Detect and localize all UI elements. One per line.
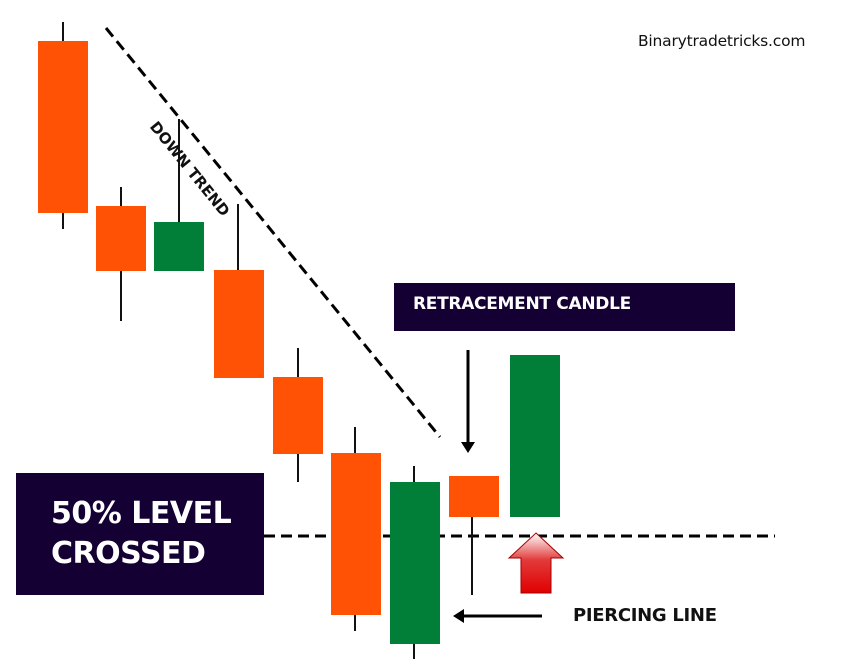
candle-9-bullish bbox=[510, 355, 560, 517]
candle-6-bearish bbox=[331, 427, 381, 631]
red-up-arrow-icon bbox=[507, 532, 565, 594]
candle-8-bearish bbox=[449, 476, 499, 595]
level-label-line2: CROSSED bbox=[51, 536, 206, 571]
candle-5-bearish bbox=[273, 348, 323, 482]
candle-7-bullish bbox=[390, 466, 440, 659]
retracement-arrow-icon bbox=[461, 350, 475, 453]
candle-1-bearish bbox=[38, 22, 88, 229]
piercing-line-label: PIERCING LINE bbox=[573, 605, 717, 626]
candle-3-bullish bbox=[154, 119, 204, 271]
candle-4-bearish bbox=[214, 204, 264, 378]
down-trend-line bbox=[104, 27, 442, 438]
retracement-candle-label-box: RETRACEMENT CANDLE bbox=[394, 283, 735, 331]
level-label-line1: 50% LEVEL bbox=[51, 496, 232, 531]
fifty-percent-level-label-box: 50% LEVEL CROSSED bbox=[16, 473, 264, 595]
watermark: Binarytradetricks.com bbox=[638, 32, 806, 50]
retracement-candle-label: RETRACEMENT CANDLE bbox=[413, 294, 631, 314]
piercing-line-arrow-icon bbox=[453, 609, 542, 623]
candle-2-bearish bbox=[96, 187, 146, 321]
